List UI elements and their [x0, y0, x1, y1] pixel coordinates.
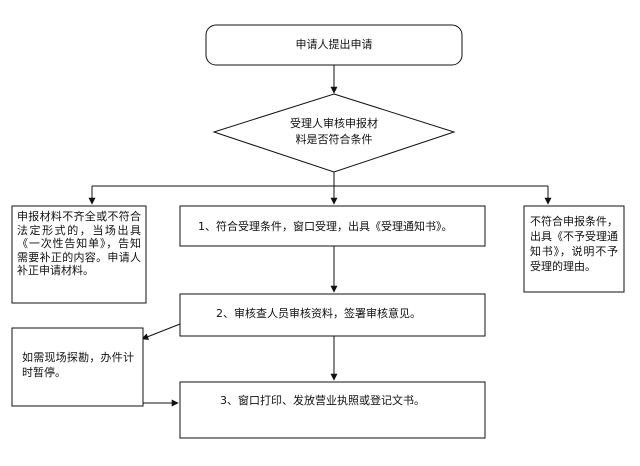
left-note-box — [11, 205, 147, 304]
decision-text-line2: 料是否符合条件 — [295, 133, 373, 146]
right-note-text: 不符合申报条件，出具《不予受理通知书》，说明不予受理的理由。 — [530, 215, 618, 273]
step3-box — [179, 381, 486, 439]
step3-text: 3、窗口打印、发放营业执照或登记文书。 — [220, 394, 425, 407]
side-note-box — [11, 327, 144, 407]
step2-text: 2、审核查人员审核资料，签署审核意见。 — [216, 307, 421, 320]
step2-box — [179, 293, 486, 337]
arrow-step2-to-side-note — [141, 323, 181, 340]
right-note-box — [523, 205, 625, 293]
side-note-text: 如需现场探勘，办件计时暂停。 — [22, 351, 134, 379]
step1-text: 1、符合受理条件，窗口受理，出具《受理通知书》。 — [198, 220, 453, 233]
step1-box — [179, 205, 486, 247]
start-text: 申请人提出申请 — [295, 38, 373, 51]
left-note-text: 申报材料不齐全或不符合法定形式的，当场出具《一次性告知单》，告知需要补正的内容。… — [17, 210, 141, 277]
decision-text-line1: 受理人审核申报材 — [290, 117, 378, 130]
